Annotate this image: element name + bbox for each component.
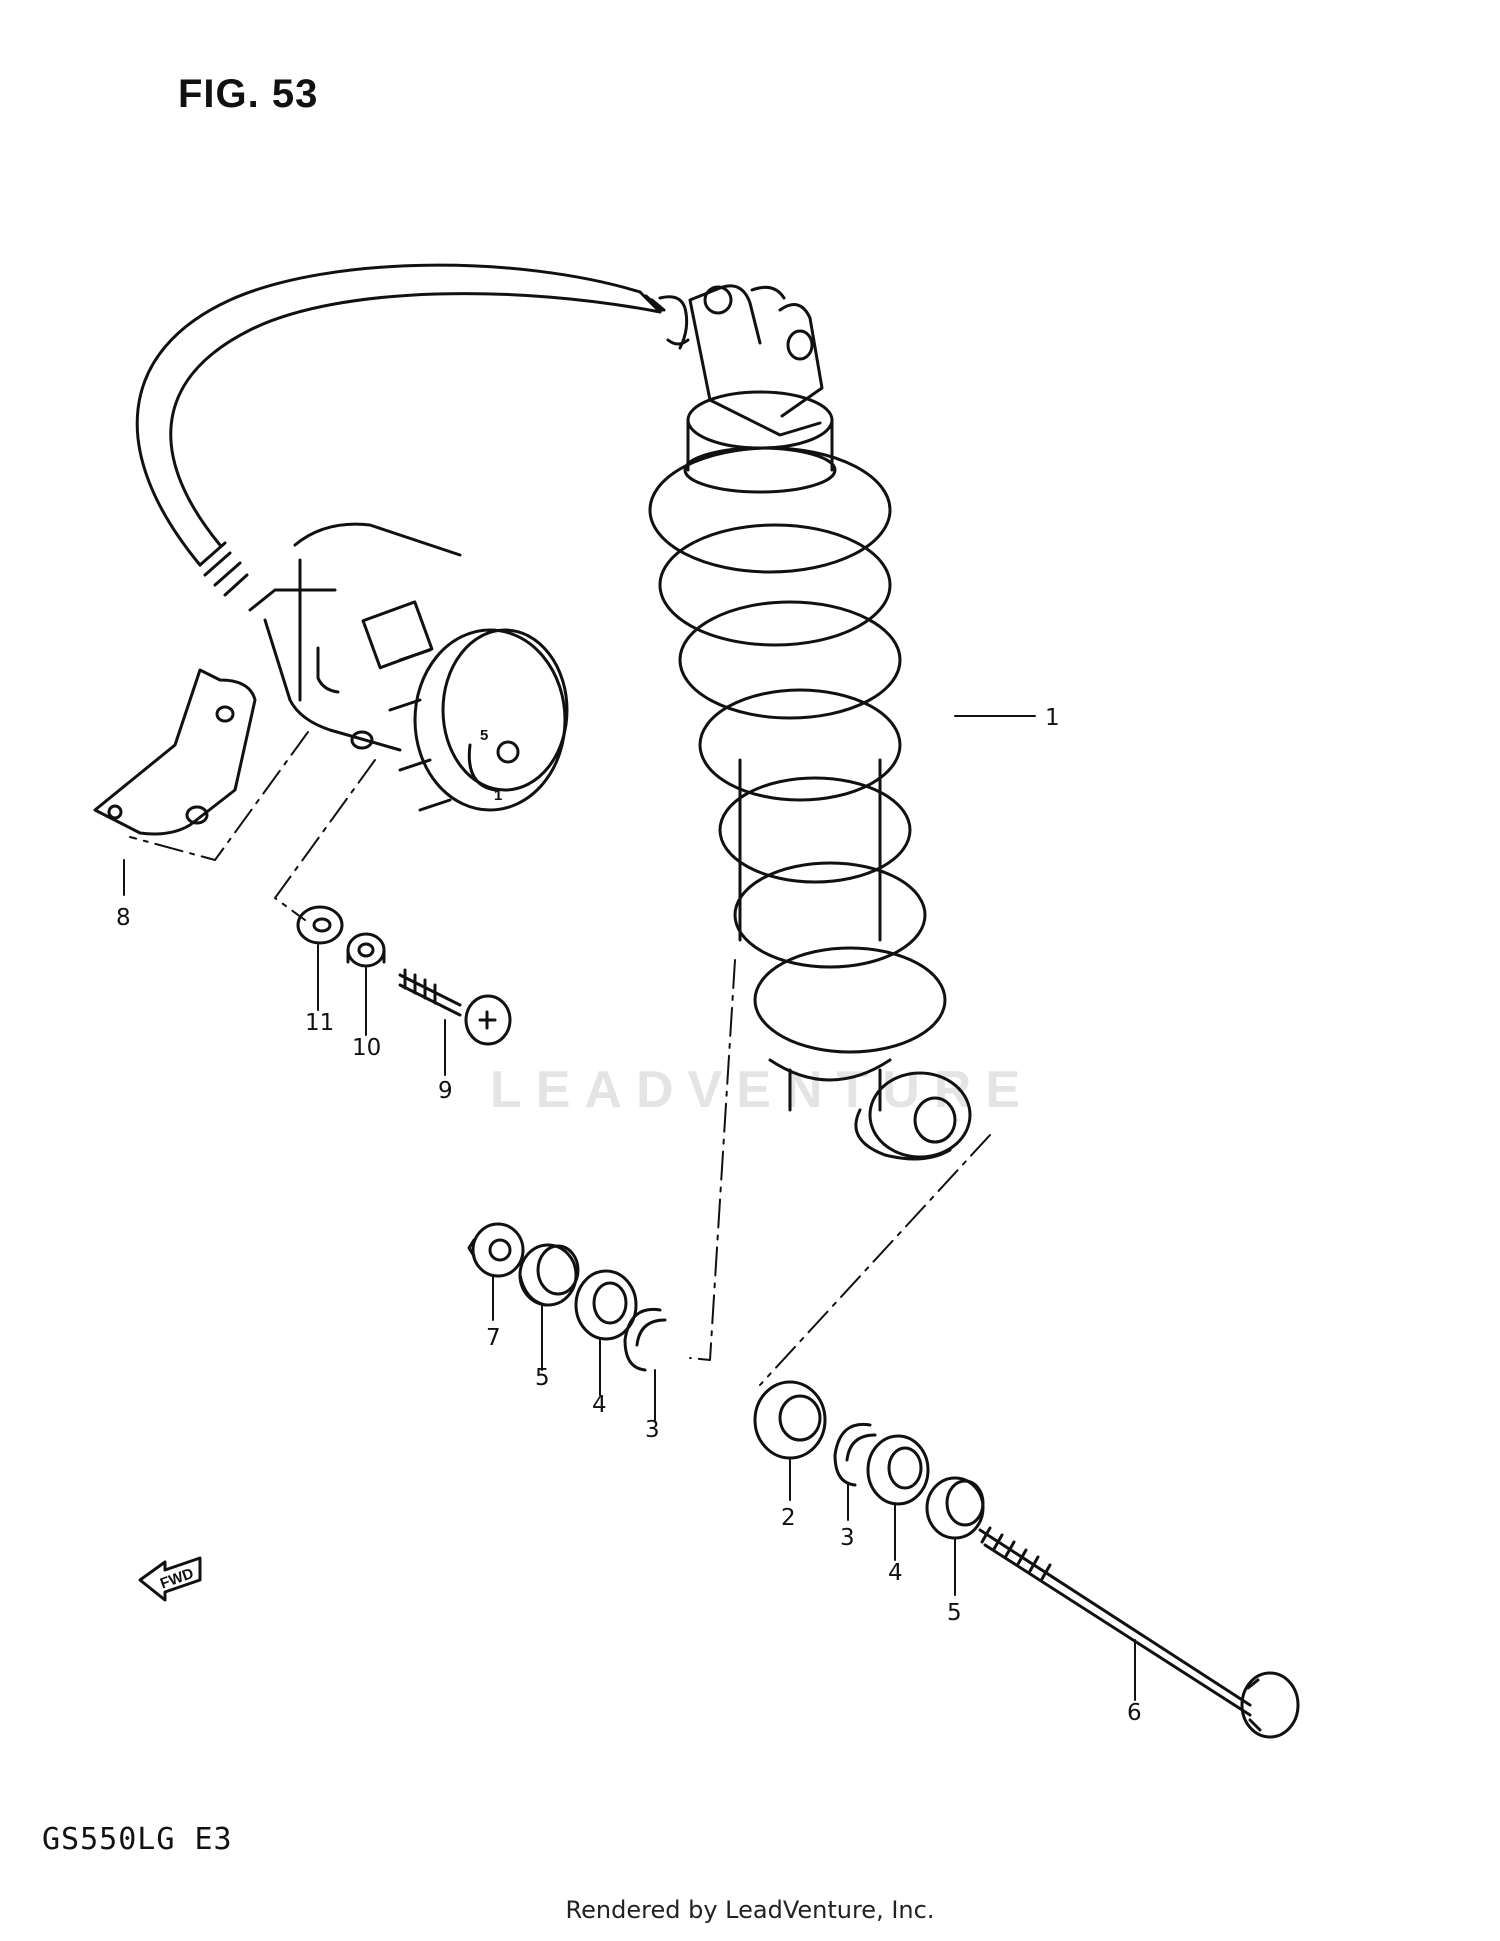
remote-preload-adjuster [248,522,569,812]
washer-11 [296,905,344,945]
circlip-3-left [623,1307,667,1372]
callout-5-right: 5 [947,1600,962,1626]
callout-9: 9 [438,1078,453,1104]
remote-hose [135,263,690,597]
callout-1: 1 [1045,705,1060,731]
model-code: GS550LG E3 [42,1822,233,1857]
callout-4-left: 4 [592,1392,607,1418]
circlip-3-right [833,1422,877,1487]
bearing-4-right [866,1434,930,1506]
rear-shock-absorber [648,390,972,1161]
callout-5-left: 5 [535,1365,550,1391]
bearing-4-left [574,1269,638,1341]
bolt-9 [398,968,512,1046]
callout-2: 2 [781,1505,796,1531]
callout-4-right: 4 [888,1560,903,1586]
mounting-bracket [93,668,257,836]
callout-3-left: 3 [645,1417,660,1443]
nut-10 [346,932,386,968]
callout-10: 10 [352,1035,381,1061]
render-credit: Rendered by LeadVenture, Inc. [565,1896,935,1924]
callout-3-right: 3 [840,1525,855,1551]
fwd-arrow-icon [138,1556,202,1602]
bolt-6 [978,1526,1300,1739]
figure-title: FIG. 53 [178,72,319,116]
spacer-2 [753,1380,827,1460]
assembly-lines [129,731,991,1386]
bushing-5-right [925,1476,985,1540]
callout-7: 7 [486,1325,501,1351]
callout-6: 6 [1127,1700,1142,1726]
shock-top-clevis [688,284,824,437]
callout-leaders [123,859,1136,1701]
callout-11: 11 [305,1010,334,1036]
watermark: LEADVENTURE [490,1061,1035,1119]
callout-8: 8 [116,905,131,931]
bushing-5-left [518,1243,580,1307]
adjuster-scale-1: 1 [494,787,502,804]
nut-7 [467,1222,525,1278]
adjuster-scale-5: 5 [480,727,488,744]
